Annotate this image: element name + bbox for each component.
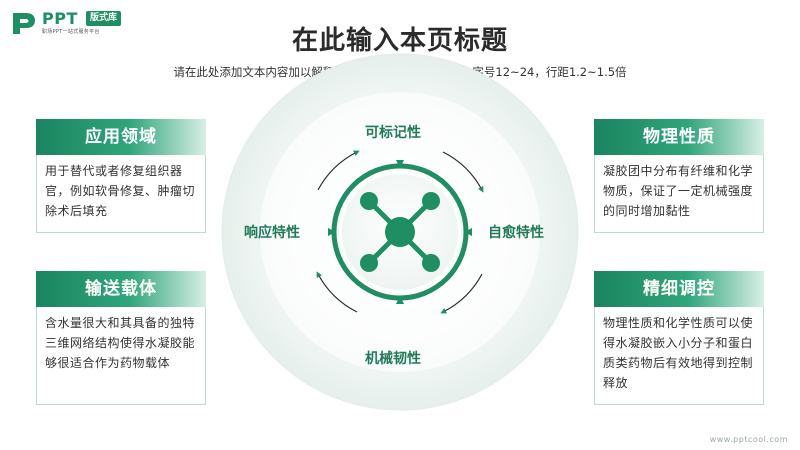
- arc-bottom-right: [440, 273, 483, 314]
- dial-notch-left: [328, 228, 336, 236]
- card-title-physical[interactable]: 物理性质: [594, 119, 764, 155]
- card-title-control[interactable]: 精细调控: [594, 271, 764, 307]
- arc-top-left: [317, 150, 360, 191]
- card-body-delivery[interactable]: 含水量很大和其具备的独特三维网络结构使得水凝胶能够很适合作为药物载体: [36, 307, 206, 405]
- arc-top-right: [442, 151, 484, 193]
- arc-bottom-left: [316, 271, 358, 313]
- card-title-application[interactable]: 应用领域: [36, 119, 206, 155]
- ring-label-top[interactable]: 可标记性: [365, 125, 421, 141]
- page-title[interactable]: 在此输入本页标题: [291, 26, 508, 56]
- card-title-delivery[interactable]: 输送载体: [36, 271, 206, 307]
- dial-notch-top: [396, 160, 404, 168]
- p-logo-icon: [13, 13, 35, 34]
- logo-tagline: 职场PPT一站式服务平台: [42, 29, 100, 35]
- logo: PPT 版式库 职场PPT一站式服务平台: [10, 8, 160, 38]
- ring-label-bottom[interactable]: 机械韧性: [365, 351, 421, 367]
- ring-label-right[interactable]: 自愈特性: [488, 225, 544, 241]
- molecule-icon: [360, 192, 440, 272]
- watermark: www.pptcool.com: [709, 435, 788, 444]
- ring-label-left[interactable]: 响应特性: [244, 225, 300, 241]
- card-body-physical[interactable]: 凝胶团中分布有纤维和化学物质，保证了一定机械强度的同时增加黏性: [594, 155, 764, 233]
- logo-badge: 版式库: [86, 11, 122, 26]
- dial-notch-right: [464, 228, 472, 236]
- logo-brand: PPT: [42, 9, 78, 28]
- card-body-control[interactable]: 物理性质和化学性质可以使得水凝胶嵌入小分子和蛋白质类药物后有效地得到控制释放: [594, 307, 764, 405]
- card-body-application[interactable]: 用于替代或者修复组织器官，例如软骨修复、肿瘤切除术后填充: [36, 155, 206, 233]
- dial-notch-bottom: [396, 296, 404, 304]
